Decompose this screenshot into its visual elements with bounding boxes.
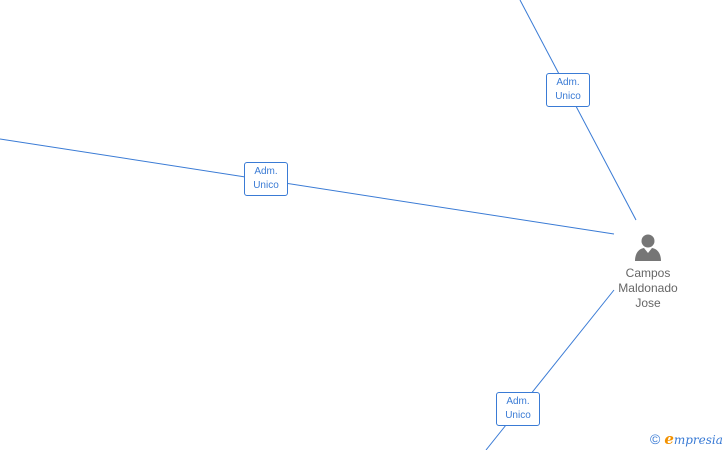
edge-label-bottom[interactable]: Adm. Unico — [496, 392, 540, 426]
edge-label-left[interactable]: Adm. Unico — [244, 162, 288, 196]
brand-watermark: © empresia — [650, 430, 723, 448]
person-name-line3: Jose — [635, 296, 661, 310]
person-node[interactable]: Campos Maldonado Jose — [606, 232, 690, 311]
edge-label-line1: Adm. — [556, 77, 580, 88]
edge-label-line1: Adm. — [254, 166, 278, 177]
person-name: Campos Maldonado Jose — [606, 266, 690, 311]
person-name-line1: Campos — [625, 266, 671, 280]
edge-label-line1: Adm. — [506, 396, 530, 407]
person-icon — [635, 234, 661, 261]
edge-line-left — [0, 138, 615, 235]
brand-name-rest: mpresia — [673, 433, 723, 447]
edge-line-bottom — [485, 289, 615, 450]
edge-line-top — [519, 0, 637, 221]
person-name-line2: Maldonado — [618, 281, 678, 295]
edge-label-line2: Unico — [505, 410, 531, 421]
brand-initial: e — [664, 430, 674, 448]
copyright-icon: © — [650, 431, 661, 447]
brand-logo: empresia — [664, 430, 723, 448]
edge-label-line2: Unico — [555, 91, 581, 102]
edge-label-top[interactable]: Adm. Unico — [546, 73, 590, 107]
edge-label-line2: Unico — [253, 180, 279, 191]
